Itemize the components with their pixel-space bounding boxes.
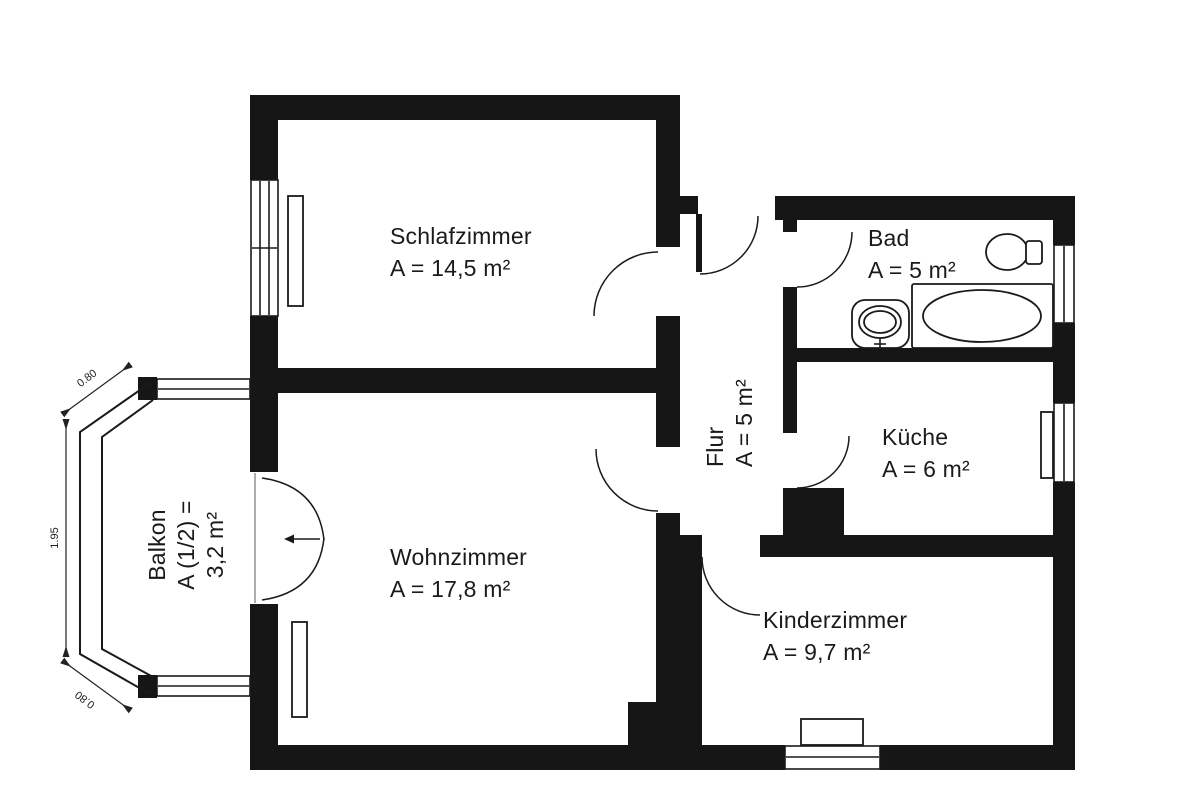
- windows: [250, 179, 1075, 770]
- direction-arrow: [284, 534, 294, 544]
- doors: [254, 214, 853, 616]
- toilet: [985, 233, 1043, 271]
- window-schlafzimmer: [250, 179, 304, 317]
- room-label-bad: Bad A = 5 m²: [868, 225, 956, 283]
- room-label-wohnzimmer: Wohnzimmer A = 17,8 m²: [390, 544, 527, 602]
- svg-text:Balkon: Balkon: [144, 509, 170, 581]
- sink: [851, 299, 910, 349]
- svg-text:A = 5 m²: A = 5 m²: [868, 257, 956, 283]
- room-label-kinderzimmer: Kinderzimmer A = 9,7 m²: [763, 607, 907, 665]
- svg-text:Küche: Küche: [882, 424, 948, 450]
- door-bad: [796, 231, 853, 288]
- svg-text:A (1/2) =: A (1/2) =: [173, 500, 199, 589]
- door-schlafzimmer: [593, 251, 659, 317]
- door-balkon: [254, 473, 325, 603]
- bathtub: [911, 283, 1054, 349]
- dim-left-side: 1.95: [49, 527, 61, 548]
- svg-text:Kinderzimmer: Kinderzimmer: [763, 607, 907, 633]
- svg-text:Wohnzimmer: Wohnzimmer: [390, 544, 527, 570]
- bath-fixtures: [851, 233, 1054, 349]
- svg-text:A = 17,8 m²: A = 17,8 m²: [390, 576, 511, 602]
- room-labels: Schlafzimmer A = 14,5 m² Wohnzimmer A = …: [144, 223, 970, 665]
- svg-text:A = 5 m²: A = 5 m²: [731, 379, 757, 467]
- dim-top-bevel: 0.80: [75, 367, 99, 389]
- room-label-schlafzimmer: Schlafzimmer A = 14,5 m²: [390, 223, 532, 281]
- radiator-schlafzimmer: [287, 195, 304, 307]
- walls: [250, 95, 1075, 770]
- radiator-kueche: [1040, 411, 1054, 479]
- svg-text:Bad: Bad: [868, 225, 910, 251]
- radiator-kinderzimmer: [800, 718, 864, 746]
- door-kueche: [796, 435, 850, 489]
- door-entrance: [696, 214, 759, 275]
- svg-text:A = 6 m²: A = 6 m²: [882, 456, 970, 482]
- room-label-kueche: Küche A = 6 m²: [882, 424, 970, 482]
- svg-text:Flur: Flur: [702, 426, 728, 467]
- svg-text:A = 9,7 m²: A = 9,7 m²: [763, 639, 871, 665]
- window-kueche: [1040, 402, 1075, 483]
- dim-bottom-bevel: 0.80: [73, 688, 97, 710]
- window-bad: [1053, 244, 1075, 324]
- door-wohnzimmer: [595, 448, 659, 512]
- svg-text:Schlafzimmer: Schlafzimmer: [390, 223, 532, 249]
- svg-text:A = 14,5 m²: A = 14,5 m²: [390, 255, 511, 281]
- room-label-flur: Flur A = 5 m²: [702, 379, 757, 467]
- door-kinderzimmer: [701, 556, 761, 616]
- room-label-balkon: Balkon A (1/2) = 3,2 m²: [144, 500, 228, 589]
- radiator-wohnzimmer: [291, 621, 308, 718]
- window-kinderzimmer: [784, 718, 881, 770]
- svg-text:3,2 m²: 3,2 m²: [202, 512, 228, 579]
